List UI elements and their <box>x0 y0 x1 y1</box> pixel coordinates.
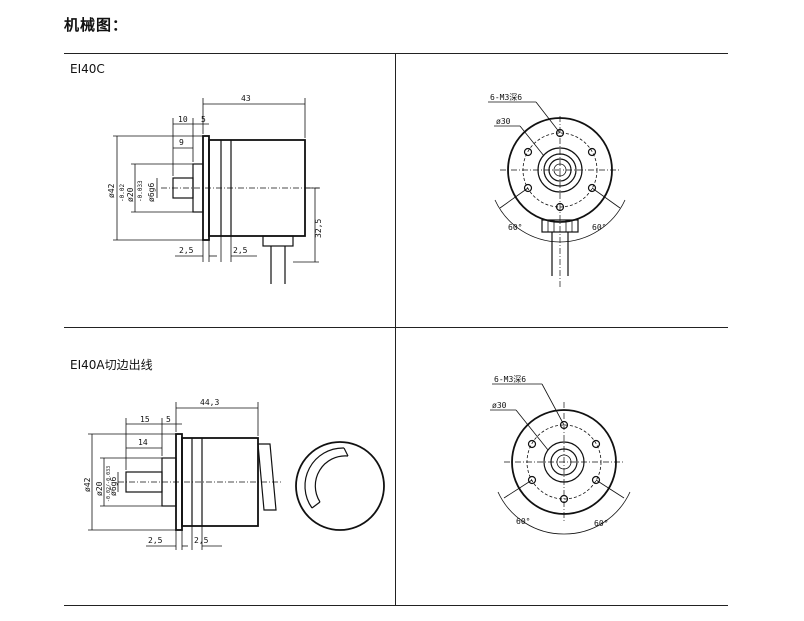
dim-2-5-right: 2,5 <box>194 536 209 545</box>
dim-10: 10 <box>178 115 188 124</box>
dim-phi6: ø6g6 <box>147 183 156 202</box>
angle-60-right: 60° <box>594 519 608 528</box>
dim-44-3: 44,3 <box>200 398 219 407</box>
dim-2-5-left: 2,5 <box>179 246 194 255</box>
dim-43: 43 <box>241 94 251 103</box>
ei40a-side-view-drawing: 44,3 15 5 14 ø42 ø20 -0.02/-0.033 ø6g6 2… <box>83 398 282 550</box>
model-label-ei40a: EI40A切边出线 <box>70 358 153 372</box>
dim-14: 14 <box>138 438 148 447</box>
ei40a-front-view-drawing: 60° 60° 6-M3深6 ø30 <box>490 375 631 535</box>
dim-phi20: ø20 <box>95 481 104 496</box>
dim-32-5: 32,5 <box>314 219 323 238</box>
table-top-border <box>64 53 728 54</box>
holes-label: 6-M3深6 <box>490 93 522 102</box>
dim-phi42: ø42 <box>107 183 116 198</box>
angle-60-left: 60° <box>508 223 522 232</box>
dim-15: 15 <box>140 415 150 424</box>
dim-phi6: ø6g6 <box>109 477 118 496</box>
dim-2-5-right: 2,5 <box>233 246 248 255</box>
dim-phi42: ø42 <box>83 477 92 492</box>
dim-phi20-tolerance-top: -0.02 <box>119 184 126 202</box>
dim-phi20-tolerance: -0.02/-0.033 <box>106 466 112 502</box>
ei40c-side-view-drawing: 43 10 5 9 ø42 ø20 -0.02 -0.033 ø6g6 32,5… <box>107 94 323 284</box>
ei40c-front-view-drawing: 60° 60° 6-M3深6 ø30 <box>488 93 626 288</box>
dim-phi30: ø30 <box>496 117 511 126</box>
dim-phi30: ø30 <box>492 401 507 410</box>
dim-5: 5 <box>166 415 171 424</box>
table-middle-border <box>64 327 728 328</box>
ei40c-front-cable-gland <box>541 219 579 233</box>
ei40a-side-cable <box>257 443 277 511</box>
dim-5: 5 <box>201 115 206 124</box>
dim-phi20: ø20 <box>126 187 135 202</box>
dim-phi20-tolerance-bottom: -0.033 <box>137 180 144 202</box>
ei40a-cable-exit-curve <box>304 447 345 509</box>
dim-2-5-left: 2,5 <box>148 536 163 545</box>
holes-label: 6-M3深6 <box>494 375 526 384</box>
angle-60-right: 60° <box>592 223 606 232</box>
page-title: 机械图： <box>64 16 129 34</box>
model-label-ei40c: EI40C <box>70 62 105 76</box>
ei40c-cable-gland <box>262 235 294 247</box>
table-bottom-border <box>64 605 728 606</box>
dim-9: 9 <box>179 138 184 147</box>
table-column-divider <box>395 53 396 606</box>
angle-60-left: 60° <box>516 517 530 526</box>
ei40a-rear-circle <box>295 441 385 531</box>
ei40a-rear-view-drawing <box>295 441 385 531</box>
